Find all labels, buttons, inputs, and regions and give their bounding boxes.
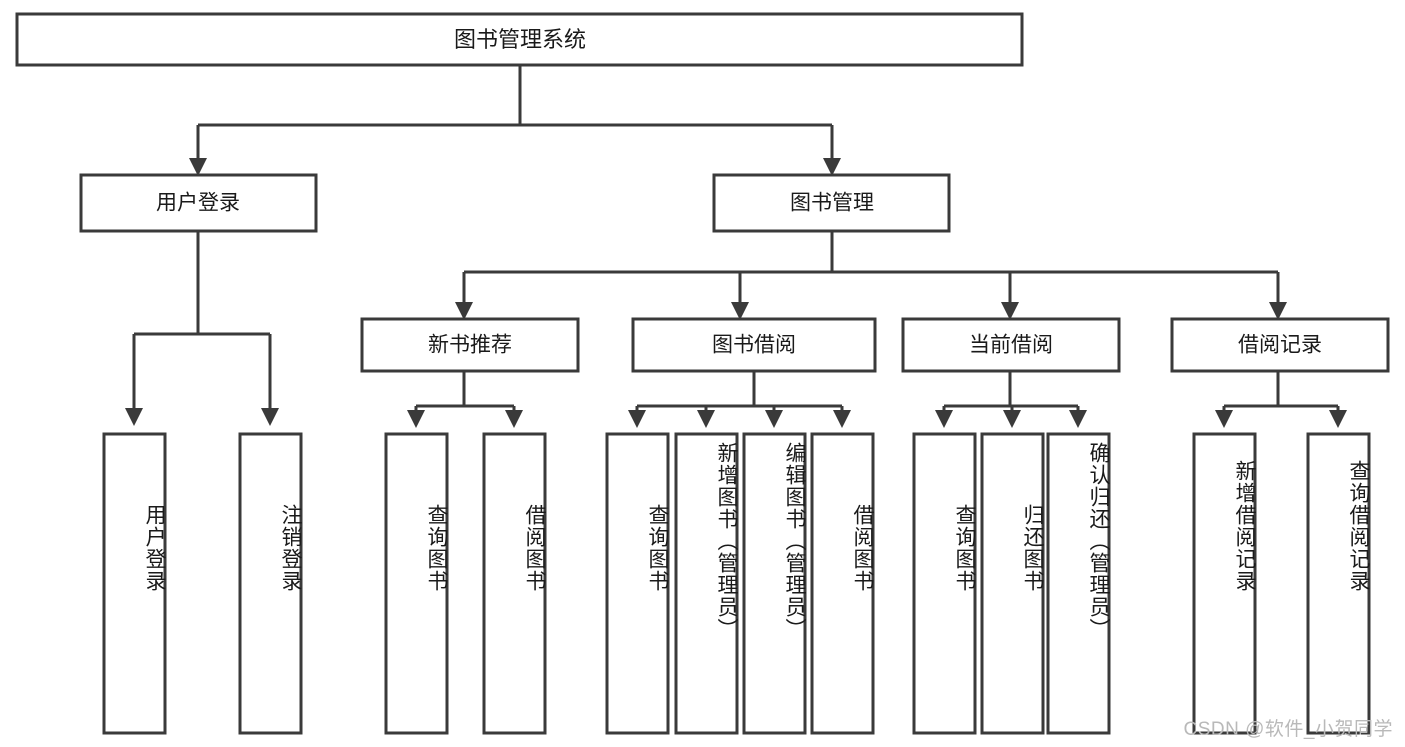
node-borrow-record-label: 借阅记录 [1238,334,1322,357]
leaf-box-borrow-book-2[interactable] [810,432,875,735]
leaf-box-borrow-book-1[interactable] [482,432,547,735]
node-book-borrow-label: 图书借阅 [712,334,796,357]
connector-root-to-level2 [189,65,841,176]
leaf-box-edit-book[interactable] [742,432,807,735]
node-user-login[interactable]: 用户登录 [79,173,318,233]
leaf-box-query-book-1[interactable] [384,432,449,735]
node-new-book-recommend-label: 新书推荐 [428,334,512,357]
node-borrow-record[interactable]: 借阅记录 [1170,317,1390,373]
leaf-box-logout[interactable] [238,432,303,735]
node-book-management[interactable]: 图书管理 [712,173,951,233]
leaf-box-query-book-2[interactable] [605,432,670,735]
connector-newbook-to-leaves [407,371,523,428]
connector-userlogin-to-leaves [125,231,279,426]
node-new-book-recommend[interactable]: 新书推荐 [360,317,580,373]
connector-currentborrow-to-leaves [935,371,1087,428]
node-book-borrow[interactable]: 图书借阅 [631,317,877,373]
node-root-label: 图书管理系统 [454,27,586,52]
node-root[interactable]: 图书管理系统 [15,12,1024,67]
leaf-box-add-record[interactable] [1192,432,1257,735]
leaf-box-return-book[interactable] [980,432,1045,735]
leaf-box-confirm-return[interactable] [1046,432,1111,735]
node-user-login-label: 用户登录 [156,192,240,215]
csdn-watermark: CSDN @软件_小贺同学 [1183,719,1393,740]
leaf-box-add-book[interactable] [674,432,739,735]
node-current-borrow[interactable]: 当前借阅 [901,317,1121,373]
leaf-box-query-book-3[interactable] [912,432,977,735]
node-current-borrow-label: 当前借阅 [969,334,1053,357]
connector-borrowrecord-to-leaves [1215,371,1347,428]
leaf-box-user-login[interactable] [102,432,167,735]
connector-bookborrow-to-leaves [628,371,851,428]
node-book-management-label: 图书管理 [790,192,874,215]
connector-bookmgmt-to-level3 [455,231,1287,320]
leaf-box-query-record[interactable] [1306,432,1371,735]
